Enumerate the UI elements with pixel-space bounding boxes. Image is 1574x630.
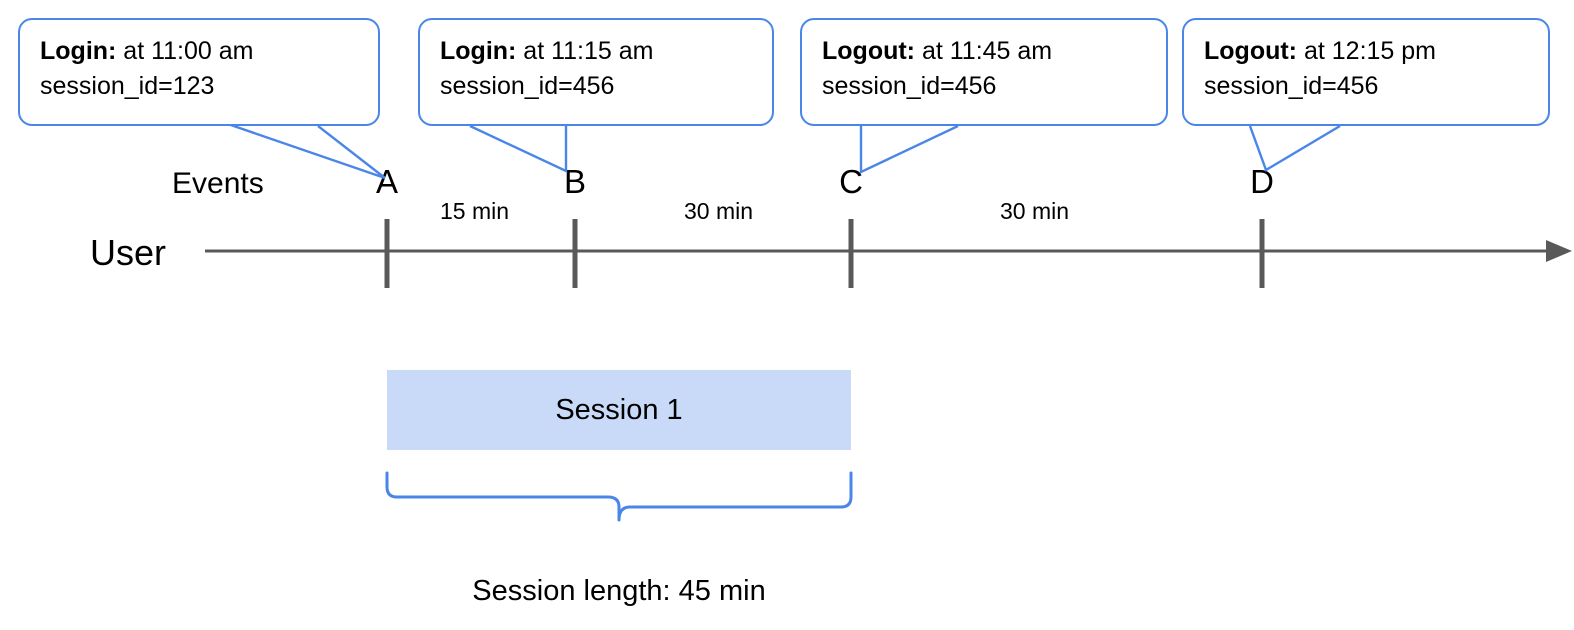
timeline-arrow-icon	[1546, 240, 1572, 262]
callout-logout-c: Logout: at 11:45 am session_id=456	[800, 18, 1168, 126]
callout-b-time: at 11:15 am	[516, 37, 654, 65]
callout-a-primary-line: Login: at 11:00 am	[40, 34, 360, 69]
interval-label-bc: 30 min	[684, 198, 754, 224]
event-label-d: D	[1250, 163, 1274, 200]
callout-d-tail	[1248, 124, 1341, 172]
callout-d-session-id: session_id=456	[1204, 71, 1379, 100]
callout-login-b: Login: at 11:15 am session_id=456	[418, 18, 774, 126]
callout-d-event-type: Logout:	[1204, 37, 1298, 65]
callout-a-session-id: session_id=123	[40, 71, 215, 100]
session-span-brace	[385, 471, 853, 522]
user-row-label: User	[90, 232, 167, 273]
callout-login-a: Login: at 11:00 am session_id=123	[18, 18, 380, 126]
callout-logout-d: Logout: at 12:15 pm session_id=456	[1182, 18, 1550, 126]
event-label-b: B	[563, 163, 587, 200]
callout-c-primary-line: Logout: at 11:45 am	[822, 34, 1148, 69]
callout-c-time: at 11:45 am	[915, 37, 1053, 65]
callout-b-session-id: session_id=456	[440, 71, 615, 100]
callout-b-tail	[469, 124, 568, 173]
session-1-bar: Session 1	[387, 370, 851, 450]
event-label-a: A	[375, 163, 399, 200]
callout-c-session-id: session_id=456	[822, 71, 997, 100]
event-label-c: C	[839, 163, 863, 200]
interval-label-cd: 30 min	[1000, 198, 1070, 224]
events-row-label: Events	[172, 167, 264, 200]
callout-d-time: at 12:15 pm	[1297, 37, 1436, 65]
interval-label-ab: 15 min	[440, 198, 510, 224]
callout-a-time: at 11:00 am	[116, 37, 254, 65]
callout-c-event-type: Logout:	[822, 37, 916, 65]
session-length-caption: Session length: 45 min	[472, 575, 766, 607]
callout-d-primary-line: Logout: at 12:15 pm	[1204, 34, 1530, 69]
callout-a-tail	[224, 121, 386, 180]
callout-c-tail	[859, 124, 959, 174]
session-1-label: Session 1	[555, 393, 683, 426]
callout-b-primary-line: Login: at 11:15 am	[440, 34, 754, 69]
callout-a-event-type: Login:	[40, 37, 117, 65]
callout-b-event-type: Login:	[440, 37, 517, 65]
